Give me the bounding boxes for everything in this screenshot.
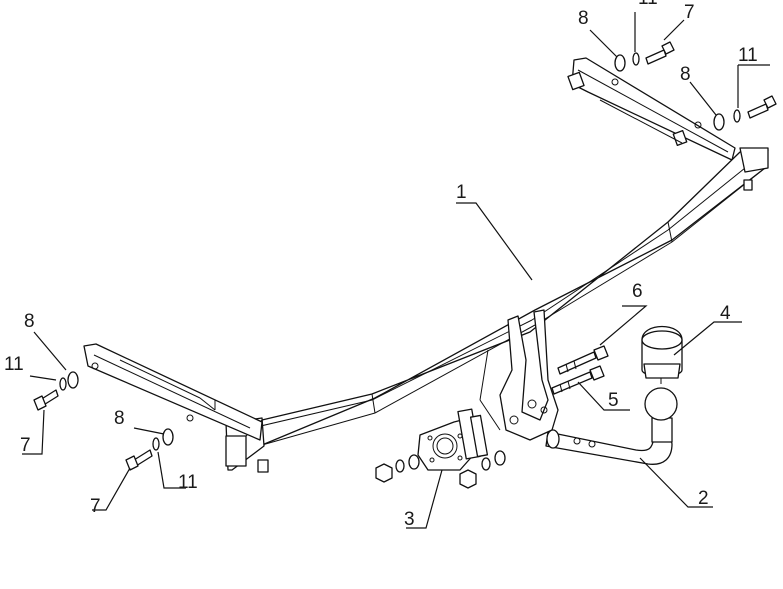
towbar-frame	[83, 57, 769, 473]
label-washer-8-top: 8	[578, 8, 589, 29]
label-socket-plate: 3	[404, 509, 415, 530]
fasteners-left	[33, 371, 174, 471]
ball-neck	[545, 376, 678, 465]
label-bolt-7-left: 7	[20, 435, 31, 456]
label-ball-neck: 2	[698, 488, 709, 509]
bolt-5	[551, 365, 605, 395]
bolt-6	[557, 345, 609, 375]
label-bolt-5: 5	[608, 390, 619, 411]
part-labels: 1 2 3 4 5 6 7 8 11 8 11 8 11 7 8 11 7	[4, 0, 758, 530]
label-bolt-7-bottom: 7	[90, 496, 101, 517]
label-ball-cover: 4	[720, 303, 731, 324]
label-washer-8-left: 8	[24, 311, 35, 332]
label-lock-washer-11-right: 11	[738, 45, 758, 66]
leader-lines	[22, 12, 770, 529]
label-lock-washer-11-top: 11	[638, 0, 658, 9]
label-lock-washer-11-left: 11	[4, 354, 24, 375]
socket-fasteners	[375, 450, 506, 489]
ball-cover	[641, 326, 683, 379]
socket-plate	[417, 408, 489, 471]
label-lock-washer-11-bottom: 11	[178, 472, 198, 493]
label-bolt-6: 6	[632, 281, 643, 302]
fasteners-top	[614, 41, 777, 131]
label-washer-8-right: 8	[680, 64, 691, 85]
label-frame: 1	[456, 182, 467, 203]
label-bolt-7-top: 7	[684, 2, 695, 23]
label-washer-8-bottom: 8	[114, 408, 125, 429]
